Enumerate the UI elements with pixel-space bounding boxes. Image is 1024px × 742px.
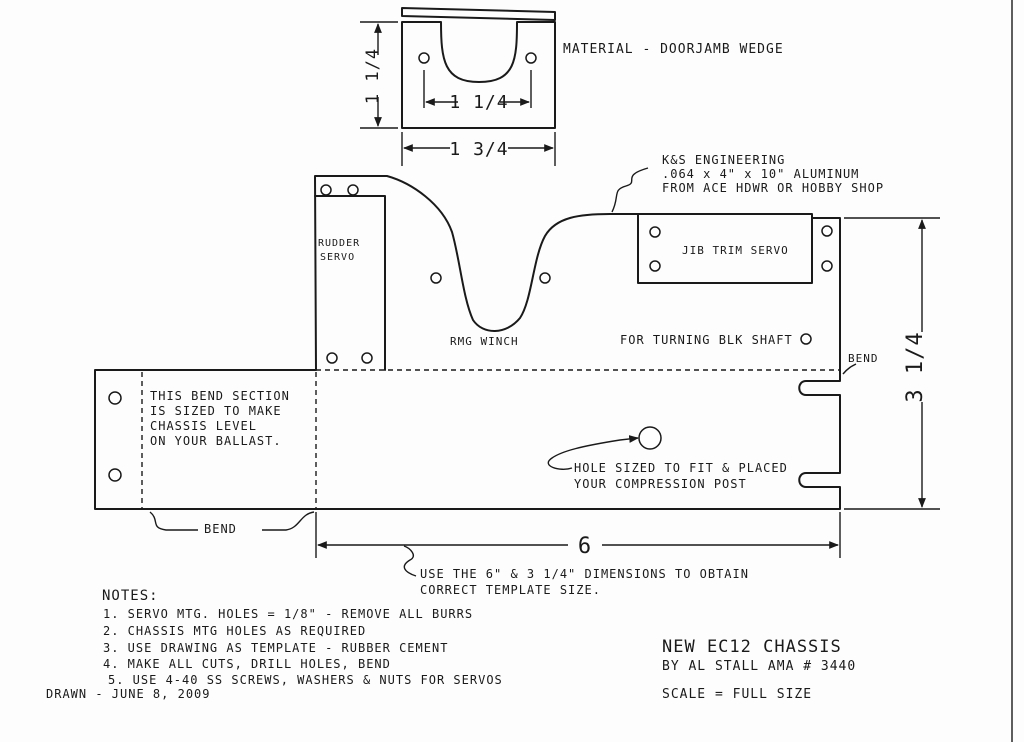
bend-section-note: THIS BEND SECTION bbox=[150, 389, 290, 403]
template-note: CORRECT TEMPLATE SIZE. bbox=[420, 583, 601, 597]
template-note: USE THE 6" & 3 1/4" DIMENSIONS TO OBTAIN bbox=[420, 567, 749, 581]
jib-servo-hole bbox=[649, 226, 661, 238]
material-note-line: .064 x 4" x 10" ALUMINUM bbox=[662, 167, 859, 181]
width-dim: 6 bbox=[578, 534, 592, 559]
note-item: 4. MAKE ALL CUTS, DRILL HOLES, BEND bbox=[103, 657, 391, 671]
ballast-mount-hole bbox=[108, 391, 122, 405]
drawn-date: DRAWN - JUNE 8, 2009 bbox=[46, 687, 211, 701]
notes-heading: NOTES: bbox=[102, 588, 159, 604]
winch-hole bbox=[539, 272, 551, 284]
material-note-line: FROM ACE HDWR OR HOBBY SHOP bbox=[662, 181, 884, 195]
bend-right-leader bbox=[842, 363, 857, 375]
jib-trim-servo-label: JIB TRIM SERVO bbox=[682, 244, 789, 257]
rudder-servo-hole bbox=[347, 184, 359, 196]
jib-servo-cutout bbox=[637, 213, 813, 284]
wedge-slot-dim: 1 1/4 bbox=[449, 92, 508, 113]
drawing-title: NEW EC12 CHASSIS bbox=[662, 637, 842, 657]
jib-servo-hole bbox=[649, 260, 661, 272]
rudder-servo-label: RUDDER bbox=[318, 238, 360, 249]
title-block: NEW EC12 CHASSIS BY AL STALL AMA # 3440 … bbox=[662, 637, 856, 702]
jib-servo-hole bbox=[821, 260, 833, 272]
note-item: 3. USE DRAWING AS TEMPLATE - RUBBER CEME… bbox=[103, 641, 448, 655]
drawing-scale: SCALE = FULL SIZE bbox=[662, 687, 812, 702]
rudder-servo-hole bbox=[320, 184, 332, 196]
chassis-outline bbox=[94, 175, 841, 510]
wedge-width-dim: 1 3/4 bbox=[449, 139, 508, 160]
hole-note: HOLE SIZED TO FIT & PLACED bbox=[574, 461, 788, 475]
wedge-plate bbox=[401, 21, 556, 129]
wedge-material-label: MATERIAL - DOORJAMB WEDGE bbox=[563, 42, 784, 57]
turning-shaft-label: FOR TURNING BLK SHAFT bbox=[620, 333, 793, 347]
rudder-servo-hole bbox=[326, 352, 338, 364]
height-dim: 3 1/4 bbox=[903, 331, 928, 402]
rudder-servo-label: SERVO bbox=[320, 252, 355, 263]
template-note-leader bbox=[403, 545, 417, 577]
material-leader bbox=[611, 167, 649, 213]
bend-left-leader-1 bbox=[149, 511, 198, 531]
wedge-hole-right bbox=[525, 52, 537, 64]
wedge-hole-left bbox=[418, 52, 430, 64]
wedge-profile bbox=[401, 7, 556, 21]
jib-servo-hole bbox=[821, 225, 833, 237]
rmg-winch-label: RMG WINCH bbox=[450, 335, 519, 348]
wedge-detail: 1 1/4 1 1/4 1 3/4 MATERIAL - DOORJAMB WE… bbox=[360, 7, 784, 166]
overall-dimensions: 6 3 1/4 bbox=[315, 217, 940, 559]
hole-note-leader bbox=[547, 435, 639, 470]
notes-block: NOTES: 1. SERVO MTG. HOLES = 1/8" - REMO… bbox=[46, 588, 503, 701]
drawing-author: BY AL STALL AMA # 3440 bbox=[662, 659, 856, 674]
wedge-height-dim: 1 1/4 bbox=[363, 48, 383, 104]
chassis-plate bbox=[94, 175, 841, 510]
rudder-servo-cutout bbox=[314, 195, 386, 371]
bend-section-note: CHASSIS LEVEL bbox=[150, 419, 257, 433]
bend-section-note: ON YOUR BALLAST. bbox=[150, 434, 282, 448]
bend-section-note: IS SIZED TO MAKE bbox=[150, 404, 282, 418]
bend-left-label: BEND bbox=[204, 522, 237, 536]
winch-hole bbox=[430, 272, 442, 284]
ballast-mount-hole bbox=[108, 468, 122, 482]
bend-left-leader-2 bbox=[262, 511, 315, 531]
note-item: 1. SERVO MTG. HOLES = 1/8" - REMOVE ALL … bbox=[103, 607, 473, 621]
compression-post-hole bbox=[638, 426, 662, 450]
bend-right-label: BEND bbox=[848, 352, 879, 365]
note-item: 5. USE 4-40 SS SCREWS, WASHERS & NUTS FO… bbox=[108, 673, 503, 687]
material-note-line: K&S ENGINEERING bbox=[662, 153, 785, 167]
shaft-hole bbox=[800, 333, 812, 345]
hole-note: YOUR COMPRESSION POST bbox=[574, 477, 747, 491]
note-item: 2. CHASSIS MTG HOLES AS REQUIRED bbox=[103, 624, 366, 638]
rudder-servo-hole bbox=[361, 352, 373, 364]
